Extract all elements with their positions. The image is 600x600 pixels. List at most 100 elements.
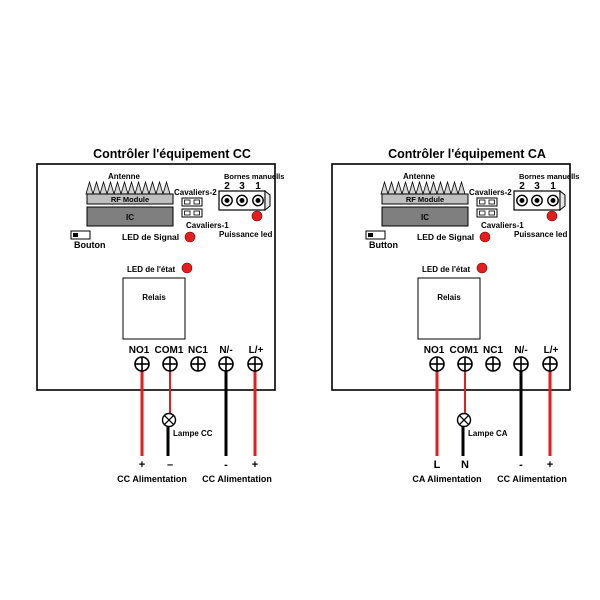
jumper-1-pin (184, 210, 191, 216)
jumper-1-pin (488, 210, 495, 216)
jumper-2-pin (184, 199, 191, 205)
jumper-2-pin (479, 199, 486, 205)
lamp-label: Lampe CC (173, 429, 213, 438)
panel-cc: Contrôler l'équipement CC Antenne RF Mod… (36, 147, 284, 484)
push-button-body (70, 230, 91, 240)
screw-terminal-nc1 (190, 356, 206, 372)
terminal-label-no1: NO1 (424, 345, 445, 356)
jumper-1 (476, 208, 498, 218)
jumper-2 (476, 197, 498, 207)
manual-terminal-number: 2 (519, 181, 525, 192)
terminal-label-com1: COM1 (155, 345, 184, 356)
screw-head (224, 198, 230, 203)
wire-end-label: N (461, 459, 469, 471)
rf-module (381, 193, 469, 205)
lamp-cross (458, 414, 470, 426)
push-button-body (365, 230, 386, 240)
wire-end-label: - (224, 459, 228, 471)
screw-terminal-nc1 (485, 356, 501, 372)
push-button-key (368, 233, 373, 237)
screw-terminal-no1 (134, 356, 150, 372)
jumper-2-pin (488, 199, 495, 205)
manual-terminals-label: Bornes manuells (224, 172, 284, 181)
screw-head (255, 198, 261, 203)
jumper-1-pin (479, 210, 486, 216)
signal-led (184, 231, 196, 243)
panel-title: Contrôler l'équipement CC (93, 147, 251, 161)
push-button (365, 230, 386, 240)
jumper-2-label: Cavaliers-2 (469, 188, 512, 197)
ic-label: IC (421, 213, 429, 222)
screw-terminal-n (218, 356, 234, 372)
manual-terminal-number: 3 (534, 181, 540, 192)
rf-module-label: RF Module (406, 195, 444, 204)
relay (417, 277, 481, 340)
ic-label: IC (126, 213, 134, 222)
supply-label: CC Alimentation (497, 474, 567, 484)
ic-chip (381, 206, 469, 227)
state-led (476, 262, 488, 274)
power-led (546, 210, 558, 222)
state-led-label: LED de l'état (127, 265, 175, 274)
rf-module (86, 193, 174, 205)
rf-module-label: RF Module (111, 195, 149, 204)
signal-led-label: LED de Signal (417, 232, 474, 242)
antenna-icon (380, 180, 466, 196)
terminal-label-l: L/+ (544, 345, 559, 356)
manual-terminals-label: Bornes manuells (519, 172, 579, 181)
jumper-2 (181, 197, 203, 207)
terminal-label-com1: COM1 (450, 345, 479, 356)
supply-label: CC Alimentation (202, 474, 272, 484)
antenna-icon (85, 180, 171, 196)
relay-label: Relais (142, 293, 166, 302)
terminal-label-l: L/+ (249, 345, 264, 356)
push-button (70, 230, 91, 240)
terminal-label-nc1: NC1 (188, 345, 208, 356)
supply-label: CC Alimentation (117, 474, 187, 484)
screw-terminal-com1 (162, 356, 178, 372)
push-button-label: Button (369, 240, 398, 250)
jumper-1 (181, 208, 203, 218)
power-led (251, 210, 263, 222)
jumper-1-body (181, 208, 203, 218)
manual-terminal-number: 1 (550, 181, 556, 192)
terminal-label-n: N/- (514, 345, 527, 356)
terminal-label-no1: NO1 (129, 345, 150, 356)
terminal-label-nc1: NC1 (483, 345, 503, 356)
manual-terminal-block (513, 189, 566, 212)
wire-end-label: L (434, 459, 441, 471)
wire-end-label: - (519, 459, 523, 471)
screw-terminal-com1 (457, 356, 473, 372)
supply-label: CA Alimentation (412, 474, 481, 484)
manual-terminal-block (218, 189, 271, 212)
screw-terminal-n (513, 356, 529, 372)
jumper-2-body (181, 197, 203, 207)
screw-terminal-l (247, 356, 263, 372)
jumper-2-body (476, 197, 498, 207)
manual-terminal-number: 1 (255, 181, 261, 192)
jumper-1-label: Cavaliers-1 (481, 221, 524, 230)
state-led (181, 262, 193, 274)
push-button-key (73, 233, 78, 237)
screw-head (550, 198, 556, 203)
lamp-cross (163, 414, 175, 426)
relay (122, 277, 186, 340)
signal-led-label: LED de Signal (122, 232, 179, 242)
jumper-2-label: Cavaliers-2 (174, 188, 217, 197)
panel-ca: Contrôler l'équipement CA Antenne RF Mod… (331, 147, 579, 484)
wire-end-label: – (167, 459, 173, 471)
power-led-label: Puissance led (514, 230, 567, 239)
manual-terminal-number: 2 (224, 181, 230, 192)
terminal-label-n: N/- (219, 345, 232, 356)
jumper-1-label: Cavaliers-1 (186, 221, 229, 230)
push-button-label: Bouton (74, 240, 106, 250)
lamp-icon (456, 412, 472, 428)
screw-terminal-no1 (429, 356, 445, 372)
terminal-block-side (264, 189, 271, 212)
screw-terminal-l (542, 356, 558, 372)
lamp-icon (161, 412, 177, 428)
power-led-label: Puissance led (219, 230, 272, 239)
relay-label: Relais (437, 293, 461, 302)
wire-end-label: + (547, 459, 553, 471)
screw-head (239, 198, 245, 203)
